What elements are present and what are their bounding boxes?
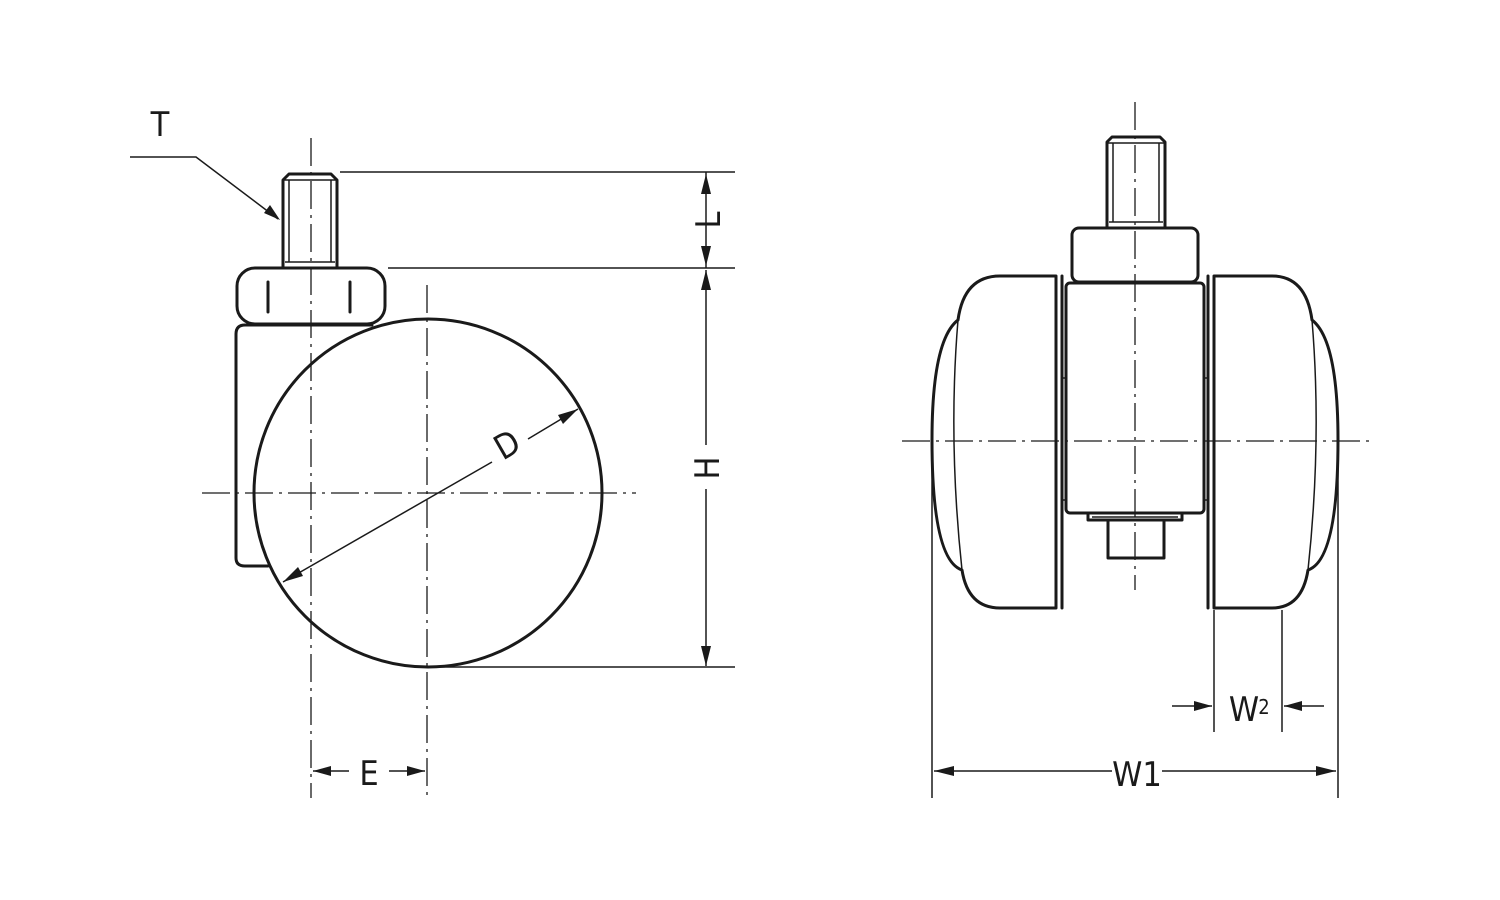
label-T: T <box>150 105 170 145</box>
label-L: L <box>689 211 729 228</box>
dim-T: T <box>130 105 280 220</box>
dim-D: D <box>282 408 579 583</box>
label-H: H <box>688 456 728 479</box>
side-threaded-stem <box>281 172 339 270</box>
front-view: W 2 W1 <box>902 102 1370 798</box>
dim-W2: W 2 <box>1172 690 1324 730</box>
label-W2-main: W <box>1229 690 1259 730</box>
dim-H: H <box>688 270 728 666</box>
dim-L: L <box>689 172 729 268</box>
label-W1: W1 <box>1112 755 1162 795</box>
side-bracket <box>234 323 374 568</box>
front-left-wheel <box>930 274 1064 610</box>
dim-W1: W1 <box>934 755 1336 795</box>
front-threaded-stem <box>1105 135 1167 230</box>
side-view: L H D E T <box>130 105 735 798</box>
label-W2-sub: 2 <box>1258 695 1269 719</box>
label-D: D <box>487 422 527 468</box>
dim-E: E <box>313 754 425 794</box>
front-right-wheel <box>1206 274 1340 610</box>
label-E: E <box>359 754 378 794</box>
